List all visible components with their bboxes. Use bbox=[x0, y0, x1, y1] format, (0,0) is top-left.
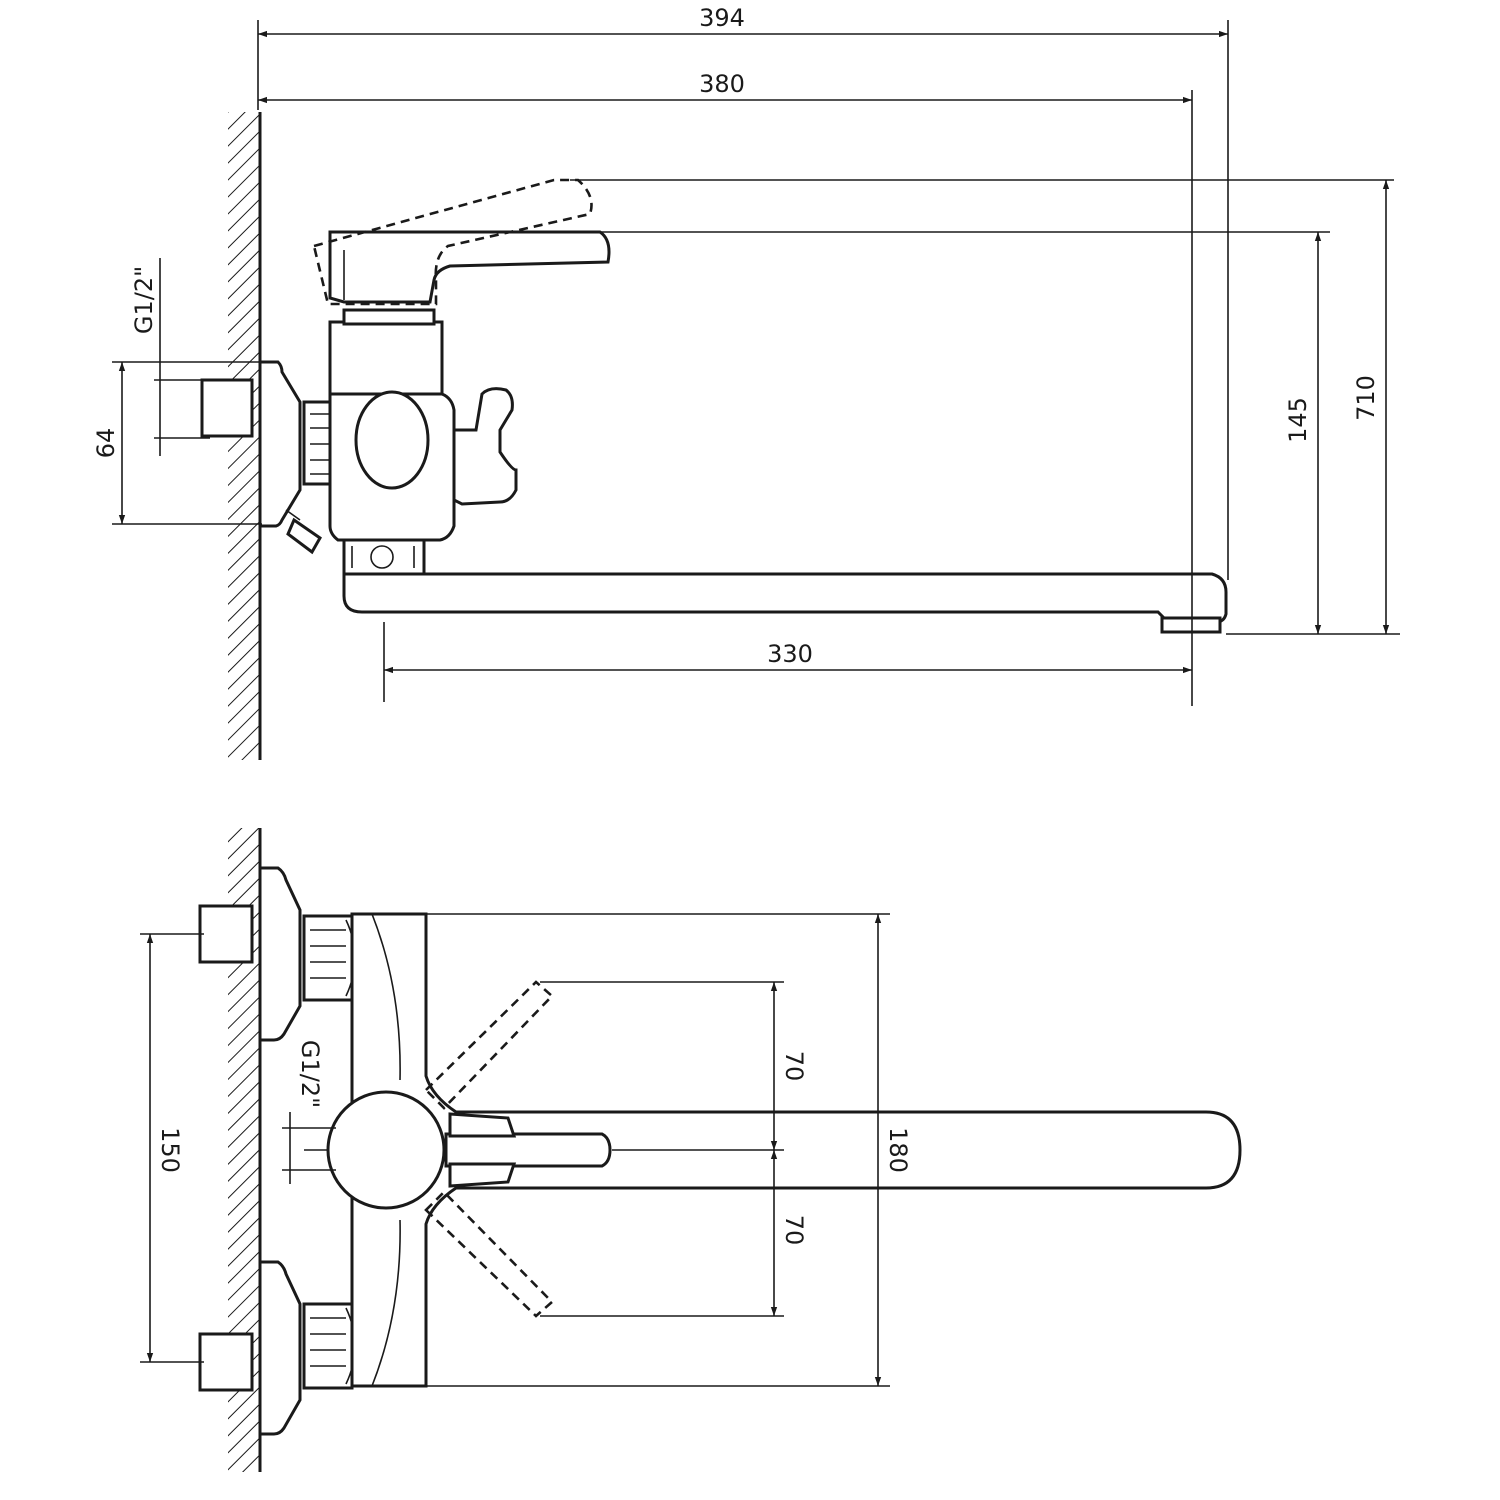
cartridge-ring bbox=[342, 308, 436, 326]
dim-thread-side: G1/2" bbox=[130, 258, 210, 456]
spout-top bbox=[454, 1110, 1242, 1190]
dim-thread-side-label: G1/2" bbox=[130, 266, 158, 334]
inlet-pipe bbox=[200, 378, 254, 438]
dim-inlet-spacing: 150 bbox=[140, 933, 204, 1363]
wall-flange bbox=[258, 360, 302, 528]
lower-inlet-assembly bbox=[198, 1260, 356, 1436]
side-view: 394 380 330 64 G1/2" bbox=[92, 4, 1400, 760]
dim-spout-axis-length-label: 380 bbox=[699, 70, 745, 98]
diverter-knob bbox=[354, 390, 430, 490]
mixer-handle bbox=[328, 230, 611, 304]
handle-ghost-lower bbox=[424, 1190, 554, 1318]
dim-total-length-label: 394 bbox=[699, 4, 745, 32]
dim-handle-height: 145 bbox=[600, 231, 1400, 635]
dim-handle-swing-upper: 70 bbox=[540, 981, 808, 1151]
dim-overall-height: 710 bbox=[570, 179, 1394, 634]
dim-handle-swing-lower-label: 70 bbox=[780, 1215, 808, 1246]
dim-handle-swing-upper-label: 70 bbox=[780, 1051, 808, 1082]
top-view: 150 G1/2" 70 70 180 bbox=[140, 828, 1242, 1472]
spout-aerator bbox=[1160, 616, 1222, 634]
spout-swivel-nut bbox=[342, 538, 426, 576]
cartridge-top bbox=[326, 1090, 446, 1210]
cartridge-cap bbox=[328, 320, 444, 396]
dim-thread-top-label: G1/2" bbox=[296, 1040, 324, 1108]
diverter-lever bbox=[452, 387, 518, 506]
drain-knob bbox=[285, 509, 322, 555]
spout bbox=[342, 572, 1228, 624]
dim-total-length: 394 bbox=[257, 4, 1229, 580]
dim-inlet-height: 64 bbox=[92, 361, 262, 525]
dim-spout-reach: 330 bbox=[383, 622, 1192, 702]
dim-spout-reach-label: 330 bbox=[767, 640, 813, 668]
dim-thread-top: G1/2" bbox=[282, 1040, 336, 1184]
handle-ghost-upper bbox=[424, 980, 554, 1110]
dim-body-width: 180 bbox=[426, 913, 912, 1387]
dim-spout-axis-length: 380 bbox=[258, 70, 1193, 706]
mixer-handle-raised-ghost bbox=[312, 178, 593, 306]
dim-handle-swing-lower: 70 bbox=[540, 1150, 808, 1317]
mixer-handle-top bbox=[444, 1132, 612, 1168]
dim-overall-height-label: 710 bbox=[1352, 375, 1380, 421]
dim-inlet-spacing-label: 150 bbox=[156, 1127, 184, 1173]
dim-body-width-label: 180 bbox=[884, 1127, 912, 1173]
upper-inlet-assembly bbox=[198, 866, 356, 1042]
dim-inlet-height-label: 64 bbox=[92, 428, 120, 459]
dim-handle-height-label: 145 bbox=[1284, 397, 1312, 443]
